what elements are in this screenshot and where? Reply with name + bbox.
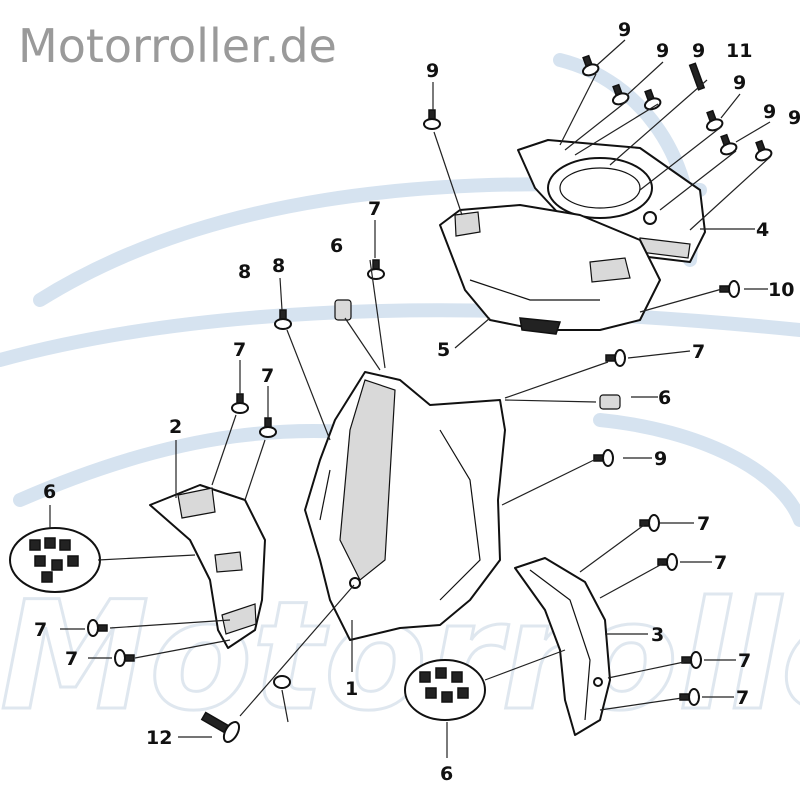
callout-label: 7 <box>714 552 727 574</box>
part-1-front-shield <box>304 371 506 641</box>
clip-bag-left <box>9 527 101 593</box>
callout-label: 6 <box>658 387 671 409</box>
callout-label: 9 <box>788 107 800 129</box>
clip-small <box>334 299 621 410</box>
leader-lines <box>97 73 771 723</box>
callout-label: 6 <box>43 481 56 503</box>
watermark-brand: Motorroller.de <box>18 19 337 73</box>
callout-label: 2 <box>169 416 182 438</box>
callout-ticks <box>49 39 771 758</box>
callout-label: 7 <box>697 513 710 535</box>
callout-label: 7 <box>34 619 47 641</box>
callout-label: 7 <box>65 648 78 670</box>
callout-label: 5 <box>437 339 450 361</box>
callout-label: 9 <box>763 101 776 123</box>
callout-label: 7 <box>368 198 381 220</box>
callout-label: 8 <box>238 261 251 283</box>
clip-bag-bottom <box>404 659 486 721</box>
callout-label: 7 <box>692 341 705 363</box>
callout-label: 3 <box>651 624 664 646</box>
part-3-right-side-panel <box>514 557 611 736</box>
callout-labels: 1 2 3 4 5 6 6 6 6 7 7 7 7 7 7 7 7 7 7 8 … <box>34 19 800 785</box>
callout-label: 7 <box>738 650 751 672</box>
callout-label: 9 <box>618 19 631 41</box>
part-2-left-side-panel <box>149 484 266 649</box>
callout-label: 11 <box>726 40 752 62</box>
callout-label: 9 <box>692 40 705 62</box>
callout-label: 7 <box>261 365 274 387</box>
part-4-meter-cover <box>517 139 706 263</box>
callout-label: 12 <box>146 727 172 749</box>
callout-label: 9 <box>733 72 746 94</box>
callout-label: 6 <box>330 235 343 257</box>
callout-label: 6 <box>440 763 453 785</box>
part-5-headlight-housing <box>439 204 661 335</box>
callout-label: 9 <box>656 40 669 62</box>
callout-label: 7 <box>736 687 749 709</box>
callout-label: 4 <box>756 219 769 241</box>
callout-label: 9 <box>654 448 667 470</box>
callout-label: 9 <box>426 60 439 82</box>
callout-label: 10 <box>768 279 794 301</box>
callout-label: 8 <box>272 255 285 277</box>
callout-label: 7 <box>233 339 246 361</box>
screws <box>87 54 773 743</box>
callout-label: 1 <box>345 678 358 700</box>
